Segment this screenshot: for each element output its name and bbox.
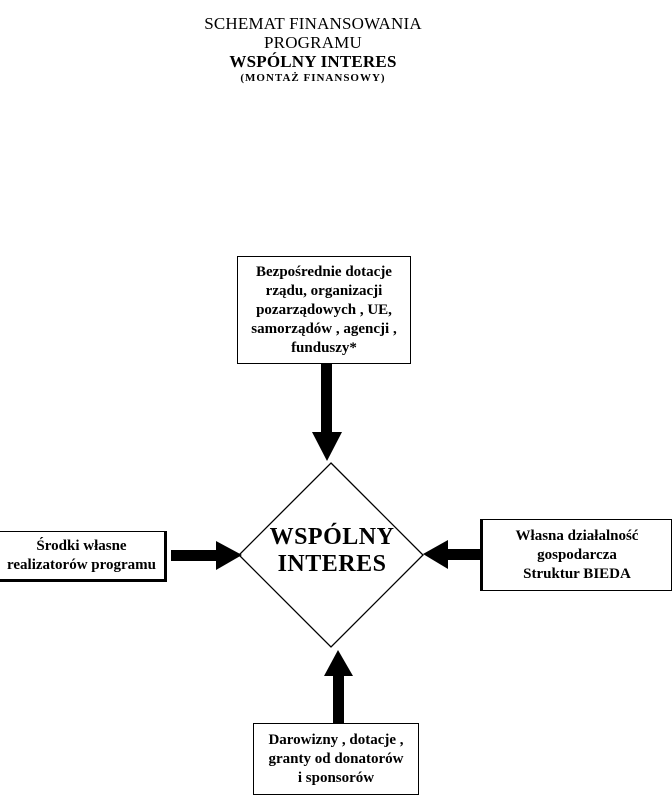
- source-top-line-2: rządu, organizacji: [265, 282, 383, 299]
- arrow-bottom: [324, 650, 353, 723]
- funding-source-own-funds: Środki własne realizatorów programu: [0, 531, 167, 582]
- source-left-line-2: realizatorów programu: [7, 556, 156, 573]
- source-right-line-2: gospodarcza: [537, 546, 617, 563]
- arrow-right: [423, 540, 480, 569]
- center-label-line-1: WSPÓLNY: [269, 524, 395, 550]
- arrow-left: [171, 541, 242, 570]
- center-diamond: [238, 462, 424, 648]
- arrow-top: [312, 364, 342, 461]
- funding-source-business-activity: Własna działalność gospodarcza Struktur …: [480, 519, 672, 591]
- center-label: WSPÓLNY INTERES: [242, 524, 422, 578]
- source-bottom-line-2: granty od donatorów: [268, 750, 404, 767]
- title-line-1: SCHEMAT FINANSOWANIA: [204, 14, 422, 33]
- title-line-3: WSPÓLNY INTERES: [229, 52, 397, 71]
- center-label-line-2: INTERES: [277, 551, 387, 577]
- source-right-line-1: Własna działalność: [515, 527, 639, 544]
- title-line-4: (MONTAŻ FINANSOWY): [240, 72, 386, 84]
- source-top-line-5: funduszy*: [291, 339, 357, 356]
- source-bottom-line-1: Darowizny , dotacje ,: [268, 731, 404, 748]
- source-bottom-line-3: i sponsorów: [297, 769, 375, 786]
- title-line-2: PROGRAMU: [264, 33, 362, 52]
- source-top-line-3: pozarządowych , UE,: [256, 301, 392, 318]
- funding-source-government-grants: Bezpośrednie dotacje rządu, organizacji …: [237, 256, 411, 364]
- source-right-line-3: Struktur BIEDA: [523, 565, 631, 582]
- source-left-line-1: Środki własne: [36, 537, 127, 554]
- source-top-line-4: samorządów , agencji ,: [251, 320, 397, 337]
- diagram-title: SCHEMAT FINANSOWANIA PROGRAMU WSPÓLNY IN…: [0, 14, 626, 85]
- funding-source-donations: Darowizny , dotacje , granty od donatoró…: [253, 723, 419, 795]
- source-top-line-1: Bezpośrednie dotacje: [256, 263, 392, 280]
